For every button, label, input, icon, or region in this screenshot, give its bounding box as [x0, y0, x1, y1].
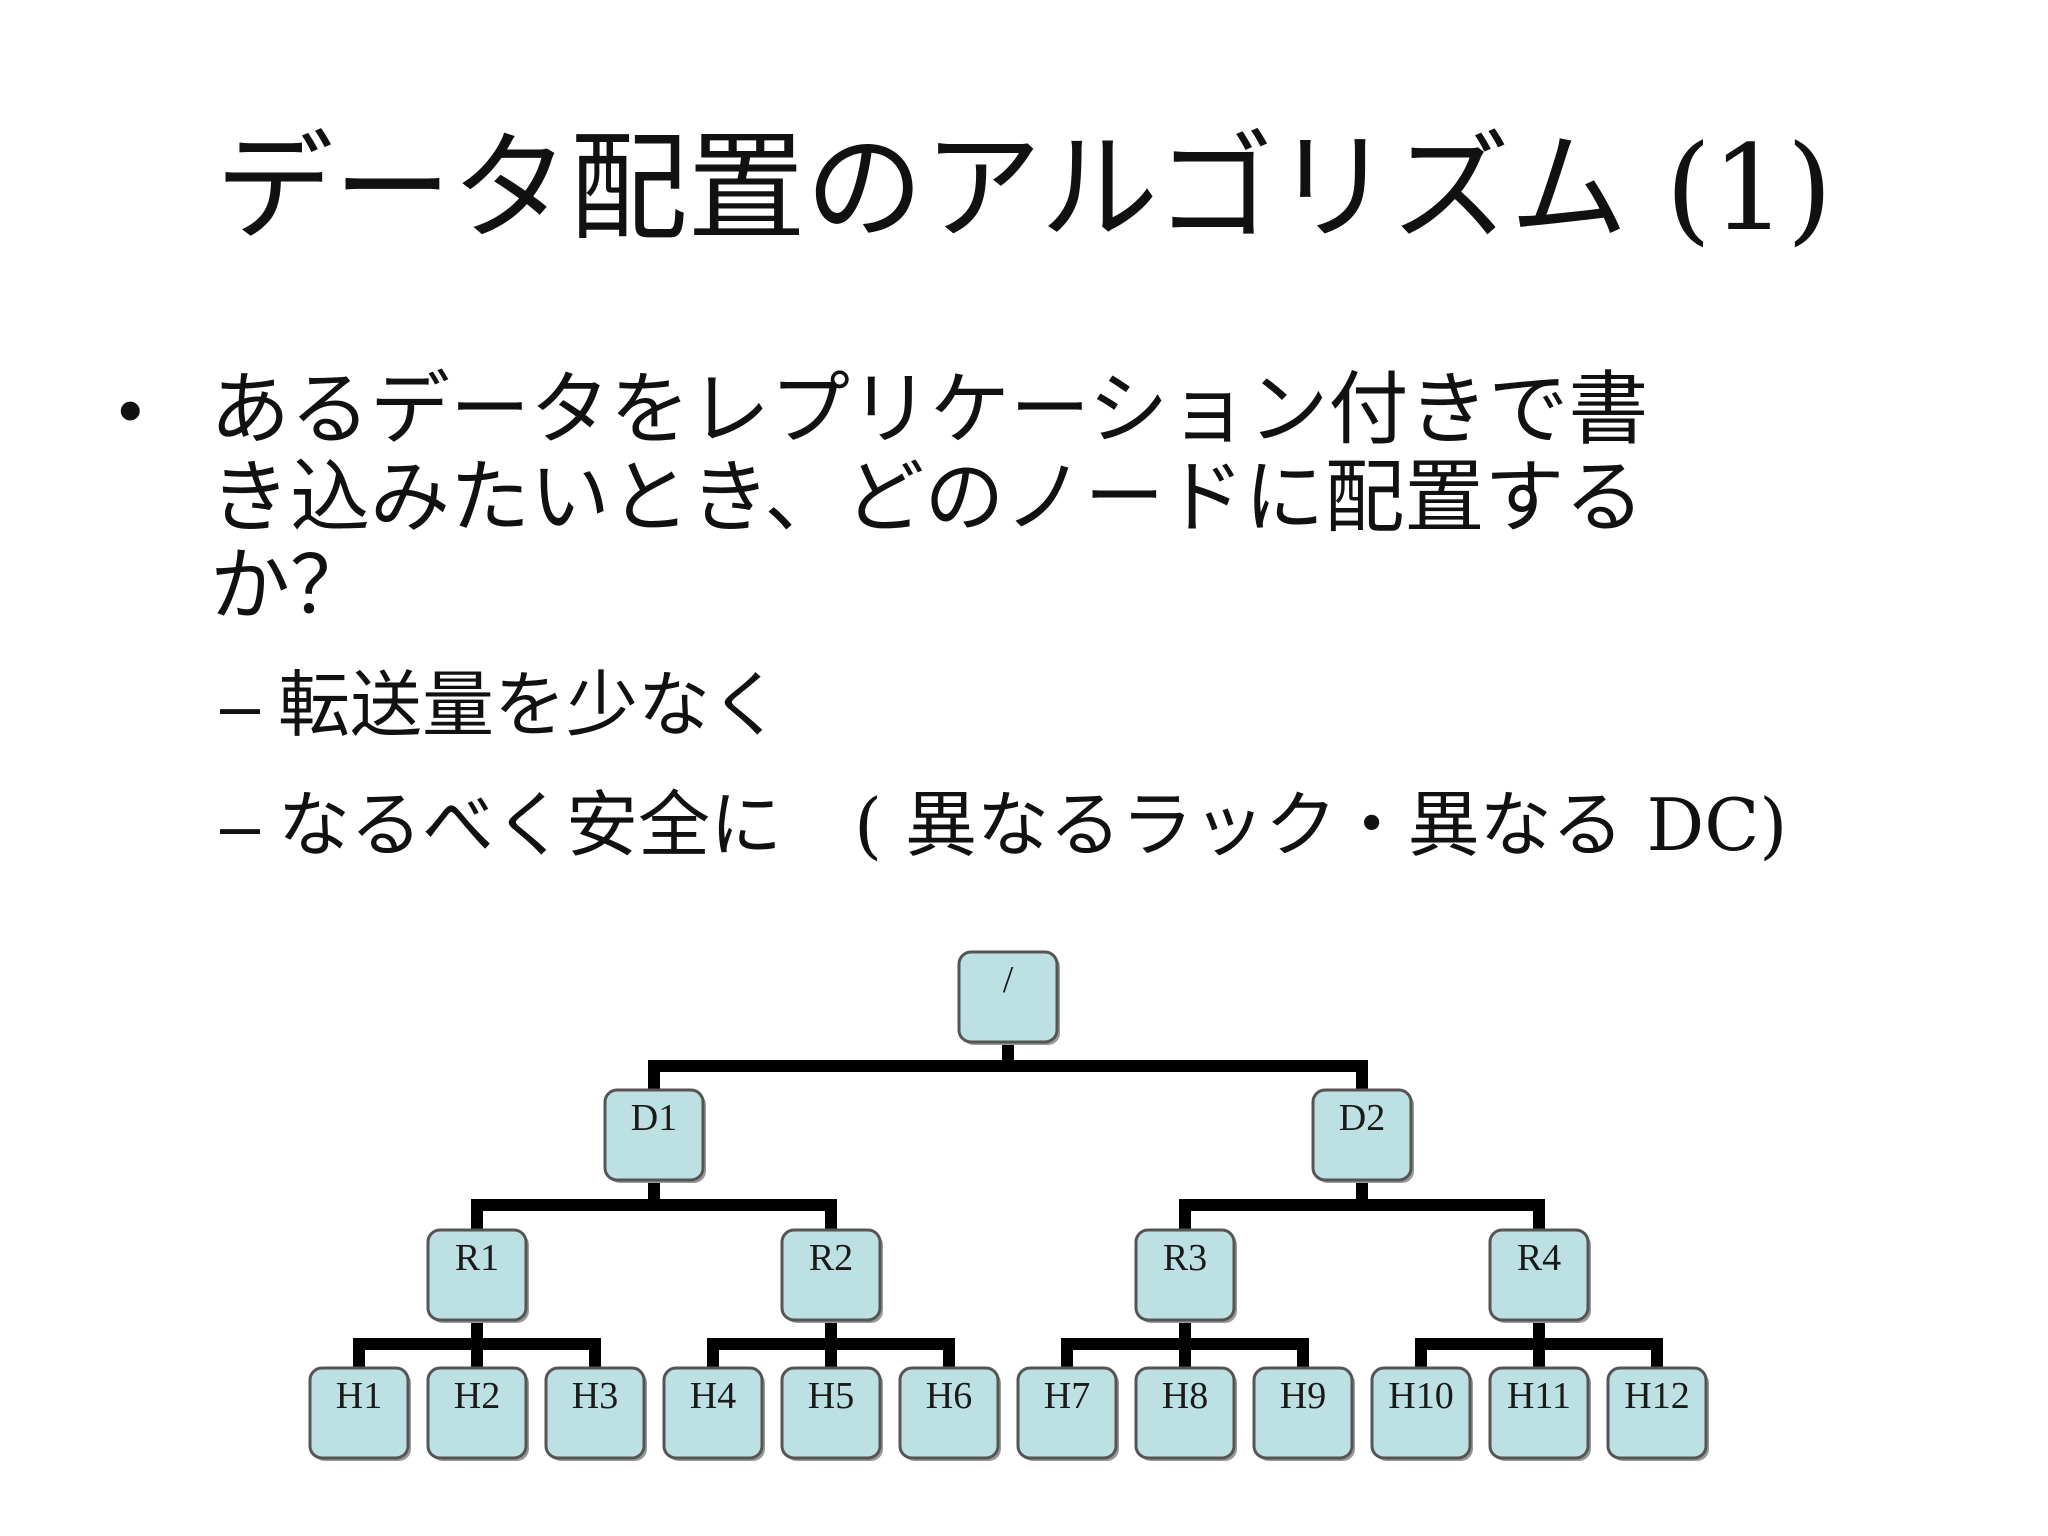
subbullet-2: –なるべく安全に ( 異なるラック・異なる DC) [220, 780, 1787, 871]
host-node-h2: H2 [426, 1366, 529, 1461]
datacenter-node-d1: D1 [603, 1088, 706, 1183]
host-node-h6: H6 [898, 1366, 1001, 1461]
subbullet-1: –転送量を少なく [220, 660, 782, 751]
node-label: H11 [1507, 1375, 1571, 1417]
slide-title: データ配置のアルゴリズム (1) [215, 119, 1833, 257]
node-label: D1 [631, 1097, 677, 1139]
host-node-h11: H11 [1488, 1366, 1591, 1461]
node-label: H7 [1044, 1375, 1090, 1417]
subbullet-text: 転送量を少なく [278, 663, 783, 747]
node-box [1488, 1228, 1590, 1322]
tree-edges [353, 1036, 1663, 1374]
host-node-h4: H4 [662, 1366, 765, 1461]
node-box [780, 1366, 882, 1460]
node-box [957, 950, 1059, 1044]
node-label: R4 [1517, 1237, 1561, 1279]
node-label: H4 [690, 1375, 736, 1417]
node-box [603, 1088, 705, 1182]
node-box [780, 1228, 882, 1322]
node-box [426, 1366, 528, 1460]
node-box [544, 1366, 646, 1460]
node-label: H3 [572, 1375, 618, 1417]
node-label: H12 [1624, 1375, 1689, 1417]
node-box [1606, 1366, 1708, 1460]
rack-node-r4: R4 [1488, 1228, 1591, 1323]
node-box [662, 1366, 764, 1460]
node-box [1016, 1366, 1118, 1460]
node-label: H9 [1280, 1375, 1326, 1417]
node-label: D2 [1339, 1097, 1385, 1139]
node-box [1311, 1088, 1413, 1182]
node-box [1252, 1366, 1354, 1460]
rack-node-r3: R3 [1134, 1228, 1237, 1323]
node-label: H8 [1162, 1375, 1208, 1417]
rack-node-r2: R2 [780, 1228, 883, 1323]
node-label: H6 [926, 1375, 972, 1417]
node-label: H10 [1388, 1375, 1453, 1417]
host-node-h9: H9 [1252, 1366, 1355, 1461]
rack-node-r1: R1 [426, 1228, 529, 1323]
node-box [1488, 1366, 1590, 1460]
subbullet-dash: – [220, 786, 261, 866]
bullet-dot: • [118, 371, 143, 449]
node-box [1134, 1366, 1236, 1460]
host-node-h12: H12 [1606, 1366, 1709, 1461]
host-node-h10: H10 [1370, 1366, 1473, 1461]
host-node-h8: H8 [1134, 1366, 1237, 1461]
host-node-h1: H1 [308, 1366, 411, 1461]
node-label: R1 [455, 1237, 499, 1279]
node-box [426, 1228, 528, 1322]
node-label: R2 [809, 1237, 853, 1279]
node-box [308, 1366, 410, 1460]
node-box [1134, 1228, 1236, 1322]
host-node-h7: H7 [1016, 1366, 1119, 1461]
subbullet-dash: – [220, 666, 261, 746]
host-node-h5: H5 [780, 1366, 883, 1461]
subbullet-text: なるべく安全に ( 異なるラック・異なる DC) [278, 783, 1788, 867]
node-label: / [1003, 959, 1014, 1001]
root-node: / [957, 950, 1060, 1045]
node-label: R3 [1163, 1237, 1207, 1279]
datacenter-node-d2: D2 [1311, 1088, 1414, 1183]
node-label: H5 [808, 1375, 854, 1417]
node-label: H1 [336, 1375, 382, 1417]
node-box [1370, 1366, 1472, 1460]
bullet-text: あるデータをレプリケーション付きで書 き込みたいとき、どのノードに配置する か？ [210, 363, 1649, 632]
host-node-h3: H3 [544, 1366, 647, 1461]
node-label: H2 [454, 1375, 500, 1417]
node-box [898, 1366, 1000, 1460]
